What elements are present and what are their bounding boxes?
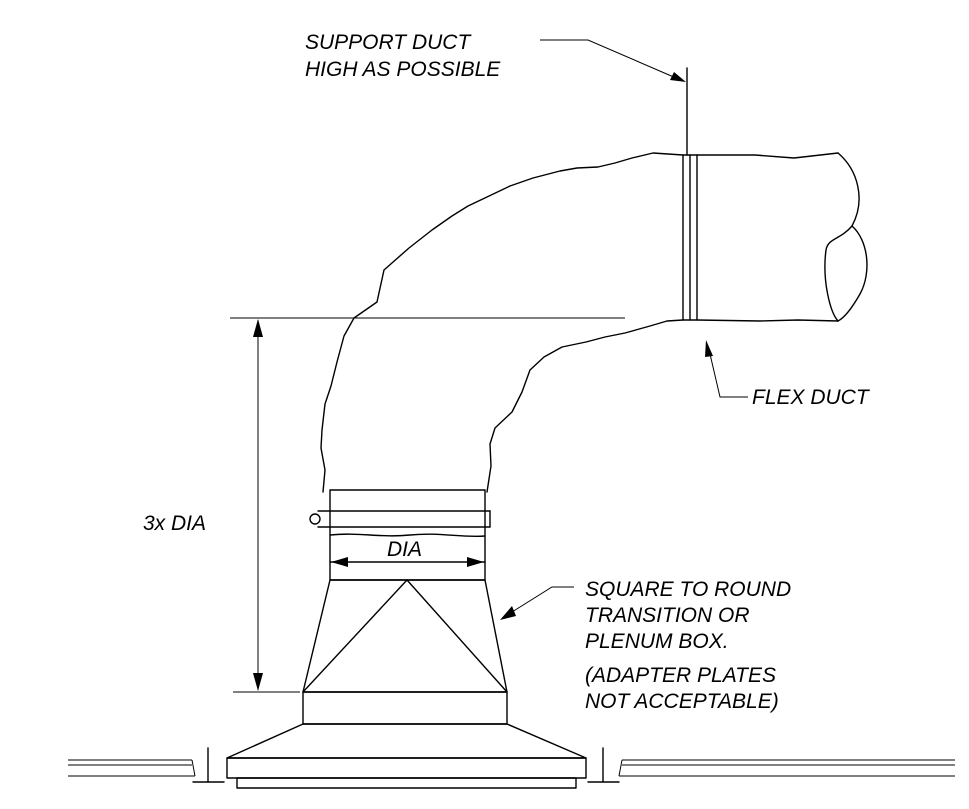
support-leader-line [540,39,677,79]
height-dimension [230,317,625,693]
flex-duct-broken-end-inner [837,225,868,322]
flex-duct-inner-edge [486,319,684,493]
note-label-line-2: NOT ACCEPTABLE) [585,690,779,713]
flex-duct-label: FLEX DUCT [752,386,871,409]
support-label-line-2: HIGH AS POSSIBLE [305,58,501,81]
transition-label-line-2: TRANSITION OR [585,604,750,627]
note-label-line-1: (ADAPTER PLATES [585,664,776,687]
flex-duct-outer-edge [320,152,684,493]
dimension-arrow-down [253,673,263,691]
flex-duct-leader-arrow [705,340,713,357]
transition-base [302,691,508,725]
flex-duct-bottom-run [696,319,839,322]
dia-arrow-right [467,557,484,567]
ceiling [68,747,955,783]
flex-duct-broken-end [824,152,860,322]
diffuser-face [226,723,587,759]
diffuser-frame [226,757,587,779]
collar-flex-overlap [329,533,486,538]
round-collar [309,489,491,581]
flex-duct [320,152,868,493]
dia-dimension-label: DIA [387,538,422,561]
transition-label-line-1: SQUARE TO ROUND [585,578,791,601]
transition-body [302,579,508,693]
clamp-screw-icon [309,513,321,525]
transition-leader-line [511,586,574,613]
dimension-arrow-up [253,319,263,337]
dia-arrow-left [331,557,348,567]
transition-label-line-3: PLENUM BOX. [585,630,729,653]
support-label-line-1: SUPPORT DUCT [305,31,472,54]
height-dimension-label: 3x DIA [143,512,206,535]
transition-leader-arrow [500,606,516,620]
square-to-round-transition [302,579,508,725]
flex-duct-top-run [696,152,839,159]
diffuser-lip [236,777,577,789]
diffuser [226,723,587,789]
flex-duct-leader-line [709,353,748,398]
support-leader-arrow [670,72,686,82]
duct-band [682,154,698,321]
